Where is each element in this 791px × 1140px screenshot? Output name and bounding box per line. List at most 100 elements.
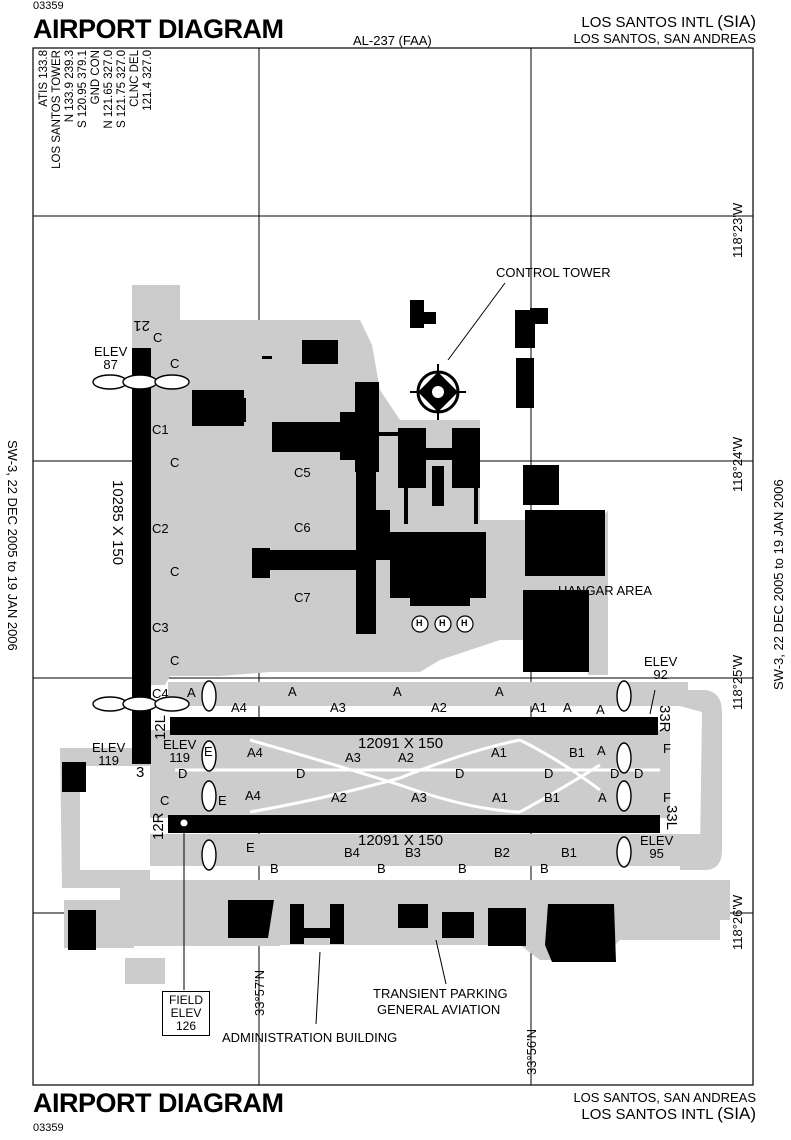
taxiway-label: A bbox=[598, 790, 607, 805]
taxiway-label: A1 bbox=[492, 790, 508, 805]
elev-label: ELEV bbox=[163, 737, 197, 752]
control-tower-icon bbox=[410, 364, 466, 420]
taxiway-label: E bbox=[218, 793, 227, 808]
buildings bbox=[62, 300, 616, 962]
doc-number-bottom: 03359 bbox=[33, 1122, 64, 1134]
taxiway-label: D bbox=[544, 766, 554, 781]
field-elevation-box: FIELD ELEV 126 bbox=[162, 991, 211, 1036]
taxiway-label: A bbox=[597, 743, 606, 758]
taxiway-label: A3 bbox=[411, 790, 427, 805]
runway-12R-label: 12R bbox=[150, 812, 167, 840]
runway-3-label: 3 bbox=[136, 764, 145, 781]
taxiway-label: A bbox=[596, 702, 605, 717]
helipads bbox=[411, 615, 474, 633]
chart-frame bbox=[32, 47, 754, 1086]
elev-value: 95 bbox=[649, 846, 664, 861]
taxiway-label: C1 bbox=[152, 422, 169, 437]
elev-label: ELEV bbox=[644, 654, 678, 669]
elev-value: 119 bbox=[98, 753, 119, 768]
taxiway-label: F bbox=[663, 790, 671, 805]
general-aviation-label: GENERAL AVIATION bbox=[377, 1002, 501, 1017]
taxiway-label: A1 bbox=[491, 745, 507, 760]
taxiway-label: D bbox=[634, 766, 644, 781]
taxiway-label: B bbox=[540, 861, 549, 876]
taxiway-label: B1 bbox=[561, 845, 577, 860]
taxiway-label: B4 bbox=[344, 845, 360, 860]
taxiway-label: C3 bbox=[152, 620, 169, 635]
taxiway-label: C6 bbox=[294, 520, 311, 535]
taxiway-label: C7 bbox=[294, 590, 311, 605]
location-top: LOS SANTOS, SAN ANDREAS bbox=[573, 31, 756, 46]
airport-code: (SIA) bbox=[717, 1104, 756, 1123]
taxiway-label: B3 bbox=[405, 845, 421, 860]
location-bottom: LOS SANTOS, SAN ANDREAS bbox=[573, 1090, 756, 1105]
elev-label: ELEV bbox=[92, 740, 126, 755]
airport-name: LOS SANTOS INTL bbox=[581, 14, 714, 31]
taxiway-label: A4 bbox=[247, 745, 263, 760]
taxiway-label: E bbox=[246, 840, 255, 855]
taxiway-label: B1 bbox=[569, 745, 585, 760]
runways bbox=[132, 348, 660, 833]
taxiway-label: C bbox=[170, 455, 180, 470]
taxiway-label: A bbox=[495, 684, 504, 699]
hangar-area-label: HANGAR AREA bbox=[558, 583, 652, 598]
lat-label-1: 33°57'N bbox=[252, 970, 267, 1016]
runway-21-label: 21 bbox=[133, 317, 150, 334]
taxiway-label: A bbox=[393, 684, 402, 699]
elev-value: 87 bbox=[103, 357, 118, 372]
elev-label: ELEV bbox=[170, 1006, 202, 1020]
title-bottom: AIRPORT DIAGRAM bbox=[33, 1088, 284, 1118]
elev-value: 119 bbox=[169, 750, 190, 765]
runway-12R-33L bbox=[168, 815, 660, 833]
helipad-label: H bbox=[439, 618, 446, 628]
taxiway-label: B1 bbox=[544, 790, 560, 805]
field-elev-value: 126 bbox=[175, 1019, 197, 1033]
hold-ovals bbox=[92, 374, 632, 871]
runway-12L-33R bbox=[170, 717, 658, 735]
taxiway-label: A1 bbox=[531, 700, 547, 715]
taxiway-label: C2 bbox=[152, 521, 169, 536]
taxiway-label: D bbox=[610, 766, 620, 781]
taxiway-label: A3 bbox=[330, 700, 346, 715]
runway-north-dims: 12091 X 150 bbox=[358, 735, 444, 752]
taxiway-label: A2 bbox=[431, 700, 447, 715]
taxiway-label: A2 bbox=[331, 790, 347, 805]
doc-number-top: 03359 bbox=[33, 0, 64, 12]
lon-label-4: 118°26'W bbox=[730, 894, 745, 950]
taxiway-label: B2 bbox=[494, 845, 510, 860]
taxiway-label: A bbox=[187, 685, 196, 700]
transient-parking-label: TRANSIENT PARKING bbox=[373, 986, 508, 1001]
field-elev-marker bbox=[180, 819, 188, 827]
taxiway-label: B bbox=[458, 861, 467, 876]
airport-name-bottom: LOS SANTOS INTL (SIA) bbox=[581, 1104, 756, 1124]
tower-leader bbox=[447, 282, 506, 361]
taxiway-label: A2 bbox=[398, 750, 414, 765]
taxiway-label: C bbox=[153, 330, 163, 345]
taxiway-label: A4 bbox=[231, 700, 247, 715]
taxi-connectors bbox=[175, 738, 660, 814]
taxiway-label: D bbox=[178, 766, 188, 781]
airport-name-top: LOS SANTOS INTL (SIA) bbox=[581, 12, 756, 32]
taxiway-label: F bbox=[663, 741, 671, 756]
taxiway-label: B bbox=[377, 861, 386, 876]
helipad-label: H bbox=[416, 618, 423, 628]
elev-value: 92 bbox=[653, 667, 668, 682]
lon-label-3: 118°25'W bbox=[730, 654, 745, 710]
runway-33L-label: 33L bbox=[663, 805, 680, 831]
administration-building-label: ADMINISTRATION BUILDING bbox=[222, 1030, 398, 1045]
taxiway-label: C bbox=[170, 564, 180, 579]
lon-label-1: 118°23'W bbox=[730, 202, 745, 258]
taxiway-label: D bbox=[455, 766, 465, 781]
field-label: FIELD bbox=[169, 993, 204, 1007]
airport-code: (SIA) bbox=[717, 12, 756, 31]
taxiway-label: A bbox=[288, 684, 297, 699]
runway-3-21-dims: 10285 X 150 bbox=[109, 480, 126, 566]
runway-south-dims: 12091 X 150 bbox=[358, 832, 444, 849]
faa-reference: AL-237 (FAA) bbox=[353, 33, 432, 48]
